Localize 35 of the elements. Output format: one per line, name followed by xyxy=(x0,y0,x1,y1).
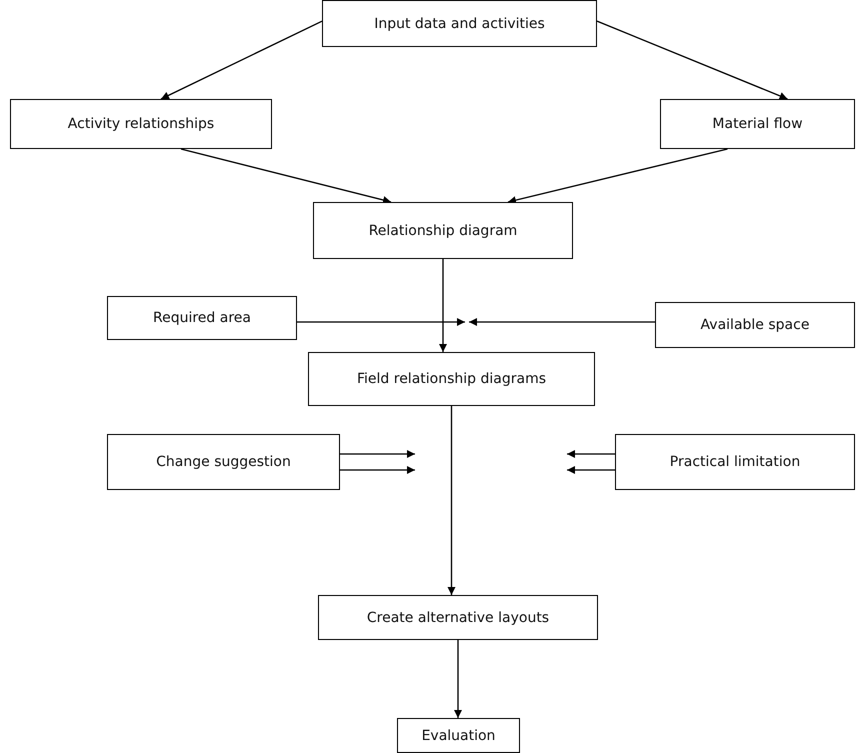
process-box xyxy=(660,99,855,149)
box-label: Input data and activities xyxy=(374,16,545,32)
arrow xyxy=(508,148,728,204)
arrow xyxy=(567,450,615,458)
box-label: Relationship diagram xyxy=(368,222,518,238)
process-box xyxy=(397,718,520,753)
arrow xyxy=(439,259,447,352)
process-box xyxy=(10,99,272,149)
arrow xyxy=(567,466,615,474)
box-label: Required area xyxy=(153,310,251,326)
arrow xyxy=(596,20,788,100)
process-box xyxy=(107,296,297,340)
arrow xyxy=(340,450,415,458)
process-box xyxy=(318,595,598,640)
process-box xyxy=(615,434,855,490)
arrow xyxy=(180,148,392,204)
process-box xyxy=(322,0,597,47)
box-label: Field relationship diagrams xyxy=(356,371,546,387)
arrow xyxy=(469,318,655,326)
process-box xyxy=(313,202,573,259)
process-box xyxy=(655,302,855,348)
process-box xyxy=(308,352,595,406)
arrow xyxy=(340,466,415,474)
arrow xyxy=(454,640,462,718)
box-label: Activity relationships xyxy=(68,116,214,132)
arrow xyxy=(448,406,456,595)
box-label: Evaluation xyxy=(422,728,496,744)
arrow xyxy=(297,318,465,326)
process-box xyxy=(107,434,340,490)
box-label: Create alternative layouts xyxy=(366,610,550,626)
box-label: Available space xyxy=(700,317,810,333)
box-label: Material flow xyxy=(712,116,803,132)
box-label: Practical limitation xyxy=(670,454,800,470)
arrow xyxy=(160,20,322,100)
box-label: Change suggestion xyxy=(156,454,291,470)
